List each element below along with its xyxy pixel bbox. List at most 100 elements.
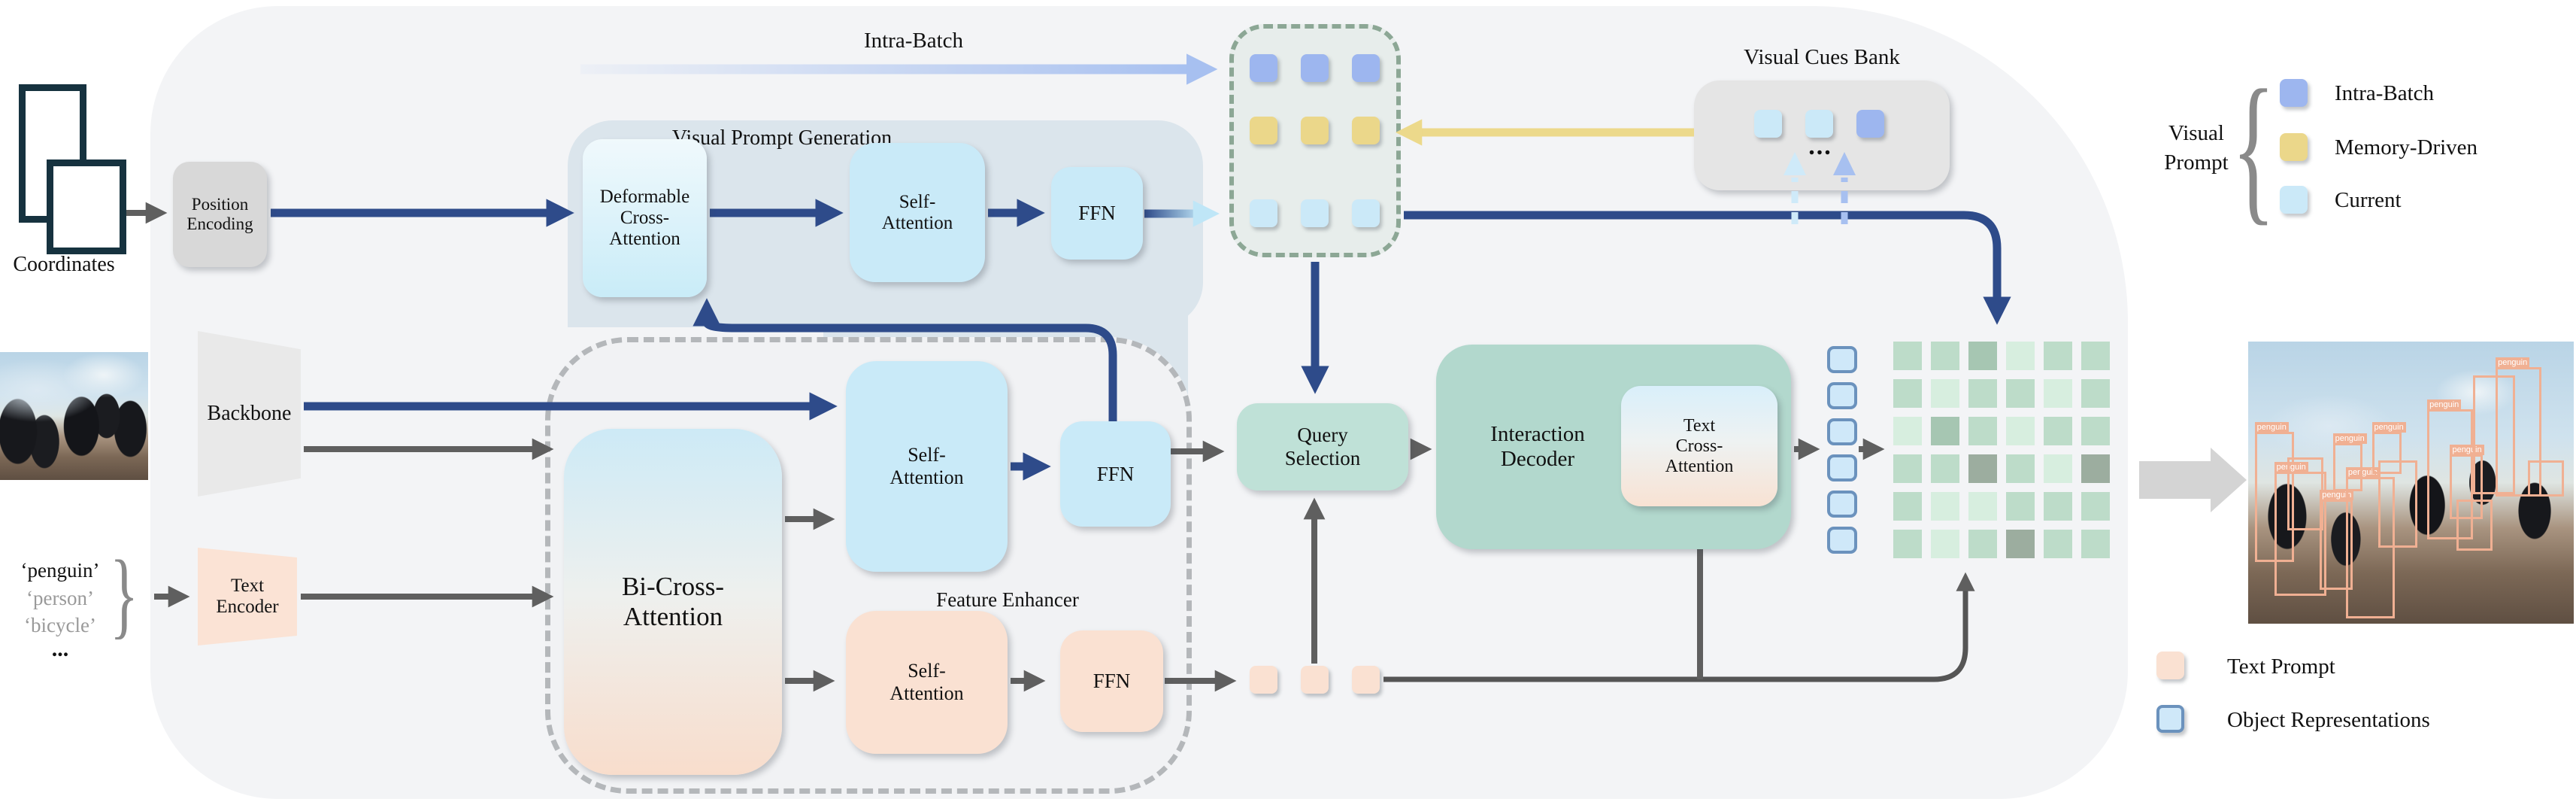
grid-cell [1931, 417, 1959, 445]
text-prompt-3: ‘bicycle’ [24, 614, 96, 636]
detection-label: penguin [2345, 467, 2381, 478]
legend-label-intra-batch: Intra-Batch [2335, 81, 2435, 105]
visual-cues-bank-label: Visual Cues Bank [1744, 45, 1900, 69]
detection-box [2456, 500, 2493, 551]
arrow-current-row-out [1404, 211, 2011, 325]
coordinate-box-2 [47, 159, 126, 254]
legend-swatch-current [2280, 186, 2308, 214]
vpg-self-attention-box: Self- Attention [850, 143, 985, 282]
vpg-ffn-box: FFN [1051, 167, 1143, 260]
prompt-square-intra-batch [1352, 54, 1380, 82]
vpg-title: Visual Prompt Generation [671, 126, 893, 150]
output-arrow-shaft [2139, 461, 2211, 499]
detection-box: penguin [2332, 433, 2367, 491]
legend-swatch-memory-driven [2280, 133, 2308, 161]
detection-box [2378, 460, 2418, 548]
legend-swatch-text-prompt [2156, 652, 2184, 679]
prompt-square-memory-driven [1301, 117, 1329, 144]
legend-swatch-object-representations [2156, 705, 2184, 733]
object-representation-square [1827, 491, 1857, 518]
grid-cell [1931, 342, 1959, 370]
grid-cell [1931, 454, 1959, 483]
detection-label: penguin [2274, 461, 2308, 472]
visual-prompt-legend-brace: { [2232, 56, 2276, 239]
visual-cues-bank-dots: ... [1808, 132, 1832, 160]
grid-cell [2044, 454, 2072, 483]
bi-cross-attention-box: Bi-Cross- Attention [564, 429, 782, 775]
output-image-scene [2248, 342, 2574, 624]
text-prompt-2: ‘person’ [26, 587, 94, 609]
grid-cell [1968, 492, 1997, 521]
grid-cell [1931, 492, 1959, 521]
grid-cell [1893, 417, 1922, 445]
bank-square [1754, 110, 1782, 138]
text-encoder-box: Text Encoder [198, 548, 297, 645]
grid-cell [2044, 379, 2072, 408]
legend-label-text-prompt: Text Prompt [2227, 655, 2335, 679]
prompt-square-intra-batch [1250, 54, 1277, 82]
bank-square [1805, 110, 1833, 138]
text-token [1250, 666, 1277, 694]
prompt-square-current [1352, 199, 1380, 227]
legend-label-object-representations: Object Representations [2227, 708, 2430, 732]
grid-cell [2044, 530, 2072, 558]
backbone-box: Backbone [198, 331, 301, 497]
detection-label: penguin [2371, 422, 2406, 433]
grid-cell [1893, 530, 1922, 558]
arrow-tokens-to-grid [1383, 572, 1975, 682]
deformable-cross-attention-box: Deformable Cross- Attention [583, 139, 707, 297]
enhancer-ffn-text-box: FFN [1060, 630, 1163, 732]
grid-cell [2044, 492, 2072, 521]
detection-label: penguin [2496, 357, 2530, 368]
grid-cell [2081, 454, 2110, 483]
grid-cell [1893, 379, 1922, 408]
legend-label-current: Current [2335, 188, 2402, 212]
text-token [1301, 666, 1329, 694]
coordinates-label: Coordinates [13, 253, 115, 276]
text-cross-attention-box: Text Cross- Attention [1621, 386, 1777, 506]
grid-cell [1893, 454, 1922, 483]
detection-box: penguin [2371, 422, 2406, 475]
grid-cell [1968, 417, 1997, 445]
grid-cell [1968, 342, 1997, 370]
arrowhead-bank-update-intra [1833, 152, 1856, 175]
intra-batch-label: Intra-Batch [863, 29, 964, 53]
grid-cell [1931, 530, 1959, 558]
object-representation-square [1827, 418, 1857, 445]
prompt-square-memory-driven [1352, 117, 1380, 144]
detection-label: penguin [2254, 422, 2289, 433]
enhancer-self-attention-text-box: Self- Attention [846, 611, 1008, 754]
prompt-square-current [1301, 199, 1329, 227]
grid-cell [1931, 379, 1959, 408]
grid-cell [2081, 342, 2110, 370]
grid-cell [2006, 379, 2035, 408]
interaction-decoder-label: Interaction Decoder [1490, 422, 1585, 471]
grid-cell [2044, 417, 2072, 445]
grid-cell [2006, 492, 2035, 521]
visual-prompt-legend-title: Visual Prompt [2164, 121, 2229, 175]
prompt-square-current [1250, 199, 1277, 227]
arrowhead-bank-update-current [1784, 152, 1806, 175]
text-prompt-more: ... [51, 636, 69, 661]
output-arrow-head [2211, 448, 2247, 512]
detection-box [2472, 375, 2516, 494]
grid-cell [2006, 342, 2035, 370]
detection-box: penguin [2345, 467, 2395, 618]
grid-cell [2006, 530, 2035, 558]
grid-cell [2044, 342, 2072, 370]
feature-enhancer-label: Feature Enhancer [936, 588, 1079, 611]
enhancer-ffn-image-box: FFN [1060, 421, 1171, 527]
detection-box [2287, 457, 2323, 531]
grid-cell [1968, 379, 1997, 408]
bank-square [1856, 110, 1884, 138]
interaction-decoder-box: Interaction Decoder Text Cross- Attentio… [1436, 345, 1791, 549]
grid-cell [1893, 342, 1922, 370]
grid-cell [1968, 530, 1997, 558]
position-encoding-box: Position Encoding [173, 162, 267, 267]
arrow-ffn-feedback-to-dca [692, 298, 1117, 421]
query-selection-box: Query Selection [1237, 403, 1408, 491]
grid-cell [2006, 454, 2035, 483]
